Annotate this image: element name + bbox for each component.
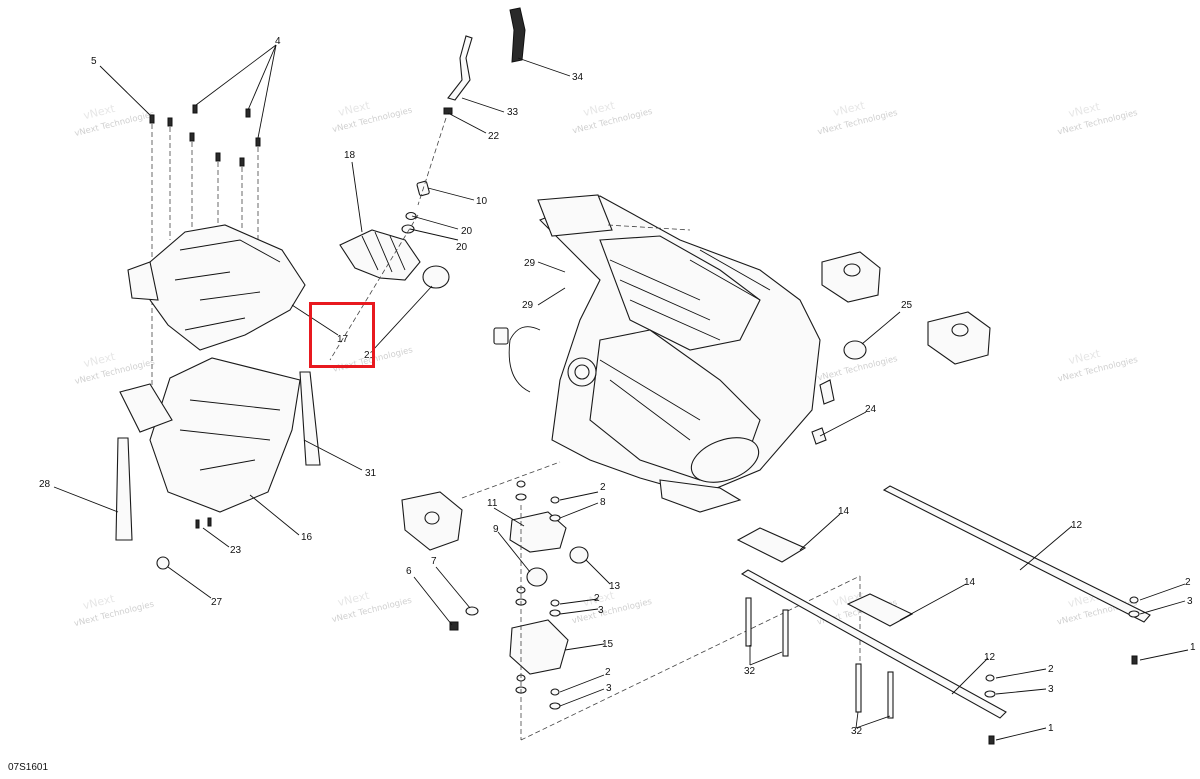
hose-clamp-21 xyxy=(422,265,450,289)
callout-32b: 32 xyxy=(851,726,863,737)
callout-8: 8 xyxy=(600,497,606,508)
callout-14b: 14 xyxy=(964,577,976,588)
callout-15: 15 xyxy=(602,639,614,650)
strap-left xyxy=(115,437,133,541)
drain-plug xyxy=(156,556,170,570)
breather-hose-34 xyxy=(509,7,526,63)
callout-23: 23 xyxy=(230,545,242,556)
callout-3a: 3 xyxy=(598,605,604,616)
callout-27: 27 xyxy=(211,597,223,608)
bracket-12-upper xyxy=(882,485,1151,623)
callout-18: 18 xyxy=(344,150,356,161)
callout-2c: 2 xyxy=(605,667,611,678)
callout-14a: 14 xyxy=(838,506,850,517)
engine-block xyxy=(493,194,835,513)
callout-25: 25 xyxy=(901,300,913,311)
callout-3c: 3 xyxy=(1187,596,1193,607)
callout-29b: 29 xyxy=(522,300,534,311)
callout-1b: 1 xyxy=(1048,723,1054,734)
callout-4: 4 xyxy=(275,36,281,47)
callout-32a: 32 xyxy=(744,666,756,677)
callout-6: 6 xyxy=(406,566,412,577)
callout-24: 24 xyxy=(865,404,877,415)
callout-21: 21 xyxy=(364,350,376,361)
callout-13: 13 xyxy=(609,581,621,592)
callout-20b: 20 xyxy=(456,242,468,253)
callout-16: 16 xyxy=(301,532,313,543)
callout-31: 31 xyxy=(365,468,377,479)
callout-2a: 2 xyxy=(600,482,606,493)
brackets xyxy=(736,485,1151,745)
strap-right xyxy=(299,371,321,466)
callout-28: 28 xyxy=(39,479,51,490)
callout-22: 22 xyxy=(488,131,500,142)
callout-3d: 3 xyxy=(1048,684,1054,695)
engine-mounts xyxy=(811,251,991,445)
callout-2b: 2 xyxy=(594,593,600,604)
callout-7: 7 xyxy=(431,556,437,567)
callout-1a: 1 xyxy=(1190,642,1196,653)
bolts-32 xyxy=(745,597,894,719)
highlight-box xyxy=(309,302,375,368)
airbox-assembly xyxy=(115,104,321,570)
callout-2d: 2 xyxy=(1185,577,1191,588)
callout-labels: 5 4 18 17 21 20 20 10 22 33 34 29 29 25 … xyxy=(39,36,1196,737)
callout-9: 9 xyxy=(493,524,499,535)
diagram-code: 07S1601 xyxy=(8,762,49,773)
intake-boot xyxy=(339,229,421,281)
callout-12a: 12 xyxy=(1071,520,1083,531)
airbox-cover xyxy=(149,224,306,351)
washers-nuts xyxy=(515,480,561,710)
callout-29a: 29 xyxy=(524,258,536,269)
intake-parts xyxy=(329,7,526,361)
mount-hardware xyxy=(401,461,861,741)
bracket-12-lower xyxy=(740,569,1007,719)
breather-tube xyxy=(447,35,473,101)
plate-14-lower xyxy=(846,593,914,627)
plate-14-upper xyxy=(736,527,807,563)
callout-11: 11 xyxy=(487,498,498,509)
callout-34: 34 xyxy=(572,72,584,83)
callout-20a: 20 xyxy=(461,226,473,237)
callout-10: 10 xyxy=(476,196,488,207)
callout-leaders xyxy=(53,44,1189,741)
callout-12b: 12 xyxy=(984,652,996,663)
callout-17: 17 xyxy=(337,334,349,345)
callout-33: 33 xyxy=(507,107,519,118)
callout-2e: 2 xyxy=(1048,664,1054,675)
callout-3b: 3 xyxy=(606,683,612,694)
clamp-25 xyxy=(843,340,867,360)
airbox-screws xyxy=(149,104,261,392)
callout-5: 5 xyxy=(91,56,97,67)
